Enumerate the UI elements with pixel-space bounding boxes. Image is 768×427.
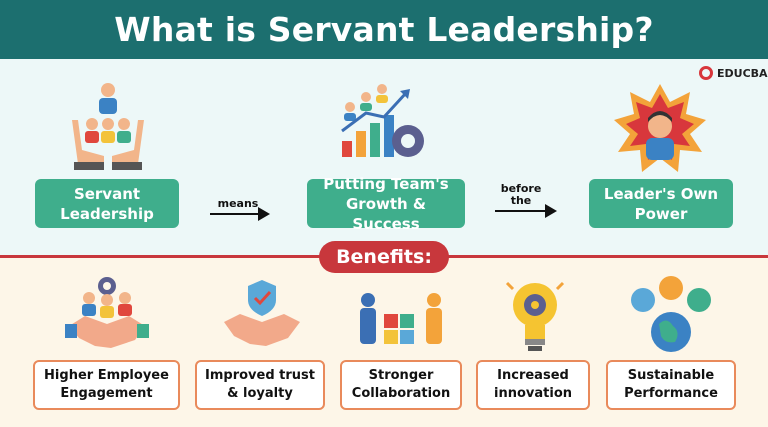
benefit-stronger-collaboration: Stronger Collaboration [340, 360, 462, 410]
step-servant-leadership: Servant Leadership [35, 179, 179, 228]
benefit-label: Improved trust & loyalty [205, 368, 315, 401]
means-arrow-icon [210, 207, 270, 221]
benefit-increased-innovation: Increased innovation [476, 360, 590, 410]
step1-label: Servant Leadership [60, 184, 154, 223]
servant-leader-icon [72, 83, 144, 170]
shield-handshake-icon [224, 280, 300, 346]
benefit-sustainable-performance: Sustainable Performance [606, 360, 736, 410]
educba-logo-icon [699, 66, 713, 80]
benefit-higher-employee-engagement: Higher Employee Engagement [33, 360, 180, 410]
header-banner: What is Servant Leadership? [0, 0, 768, 59]
step-team-growth: Putting Team's Growth & Success [307, 175, 465, 233]
before-the-label: before the [500, 182, 542, 207]
logo-text: EDUCBA [717, 66, 768, 80]
step3-label: Leader's Own Power [603, 184, 719, 223]
means-label: means [217, 197, 259, 210]
team-handshake-icon [65, 277, 149, 348]
lightbulb-gear-icon [505, 281, 565, 351]
leader-power-icon [614, 84, 706, 172]
globe-sustainability-icon [631, 276, 711, 352]
benefit-label: Increased innovation [494, 368, 572, 401]
educba-logo: EDUCBA [699, 66, 768, 80]
growth-chart-icon [341, 84, 424, 157]
benefit-label: Stronger Collaboration [351, 368, 451, 401]
benefit-label: Higher Employee Engagement [44, 368, 169, 401]
puzzle-collaboration-icon [360, 293, 442, 344]
benefit-label: Sustainable Performance [624, 368, 718, 401]
step-leader-power: Leader's Own Power [589, 179, 733, 228]
benefit-improved-trust: Improved trust & loyalty [195, 360, 325, 410]
page-title: What is Servant Leadership? [114, 10, 654, 49]
step2-label: Putting Team's Growth & Success [323, 174, 449, 233]
benefits-heading: Benefits: [319, 241, 449, 273]
before-arrow-icon [495, 204, 557, 218]
